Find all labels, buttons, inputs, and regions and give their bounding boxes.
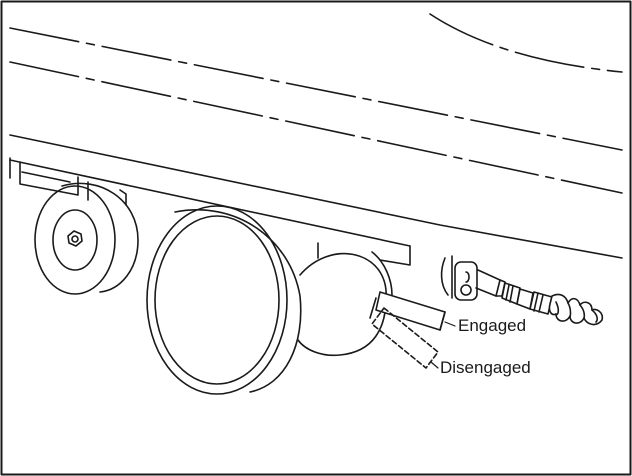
left-bracket <box>9 157 89 201</box>
disengaged-label: Disengaged <box>440 358 531 377</box>
drive-wheel <box>146 205 302 395</box>
chassis-lower-edge <box>9 134 623 259</box>
disengaged-leader-line <box>430 361 439 369</box>
axle-nut-icon <box>67 230 83 247</box>
brake-housing <box>297 242 393 357</box>
chassis-edge <box>9 159 411 247</box>
engaged-leader-line <box>444 321 456 327</box>
hose-icon <box>548 293 604 326</box>
brake-lever-disengaged <box>371 307 439 369</box>
rear-wheel <box>34 182 139 295</box>
engaged-label: Engaged <box>458 316 527 335</box>
hose-fitting-assembly <box>440 255 604 326</box>
body-contour-lines <box>9 13 623 194</box>
brake-lever-engaged <box>369 291 446 331</box>
